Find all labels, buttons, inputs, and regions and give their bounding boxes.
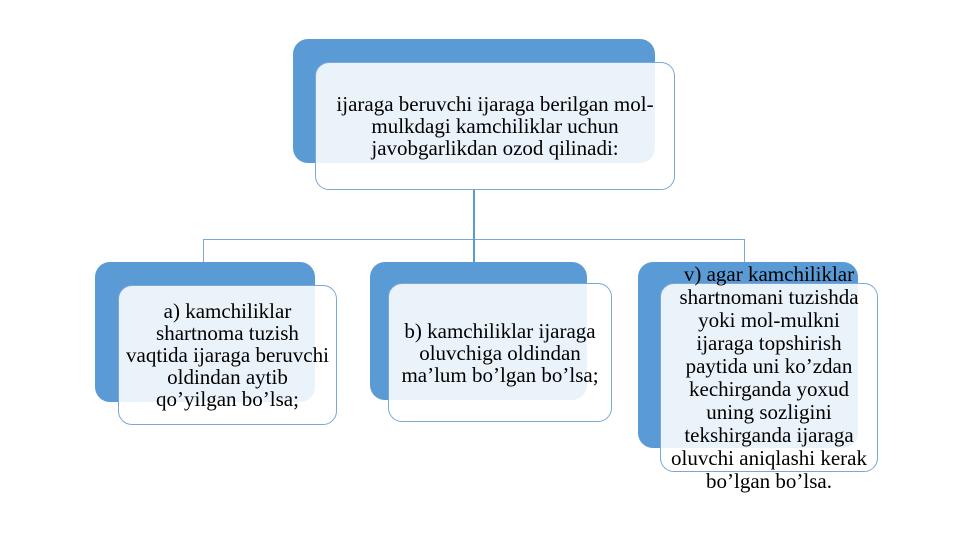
connector-drop-v [744,239,745,262]
root-node-text: ijaraga beruvchi ijaraga berilgan mol- m… [336,92,654,160]
connector-drop-a [203,239,204,262]
connector-root-vertical [473,190,475,240]
node-v-panel: v) agar kamchiliklar shartnomani tuzishd… [660,262,878,492]
node-a-text: a) kamchiliklar shartnoma tuzish vaqtida… [126,299,329,411]
node-v-text: v) agar kamchiliklar shartnomani tuzishd… [671,261,867,493]
node-a-panel: a) kamchiliklar shartnoma tuzish vaqtida… [118,285,337,425]
connector-drop-b [473,239,475,262]
node-b-panel: b) kamchiliklar ijaraga oluvchiga oldind… [388,283,612,422]
node-b-text: b) kamchiliklar ijaraga oluvchiga oldind… [401,318,599,387]
root-node-panel: ijaraga beruvchi ijaraga berilgan mol- m… [315,62,675,190]
